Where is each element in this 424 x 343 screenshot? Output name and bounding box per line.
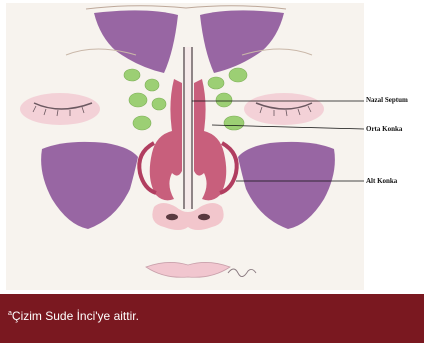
illustration-panel: Nazal Septum Orta Konka Alt Konka <box>0 0 424 294</box>
label-orta-konka: Orta Konka <box>366 125 402 133</box>
nasal-anatomy-drawing <box>6 3 364 290</box>
label-nazal-septum: Nazal Septum <box>366 96 408 104</box>
caption-text: Çizim Sude İnci'ye aittir. <box>12 309 139 323</box>
label-alt-konka: Alt Konka <box>366 177 397 185</box>
figure-caption: aÇizim Sude İnci'ye aittir. <box>8 309 139 323</box>
